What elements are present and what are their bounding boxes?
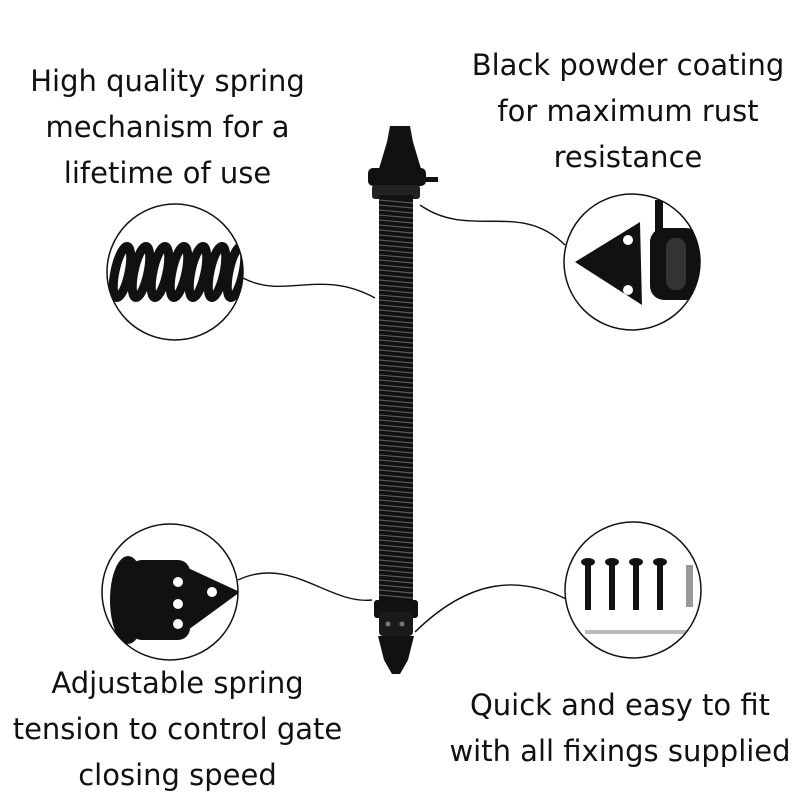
caption-line: lifetime of use: [63, 156, 272, 190]
detail-circle-powder-coating: [563, 193, 701, 331]
connector-top-left: [242, 277, 376, 299]
connector-bottom-right: [414, 584, 569, 633]
caption-powder-coating: Black powder coating for maximum rust re…: [460, 42, 796, 180]
caption-line: with all fixings supplied: [449, 734, 791, 768]
connector-top-right: [419, 204, 566, 246]
caption-line: closing speed: [78, 758, 277, 792]
connector-bottom-left: [237, 572, 373, 601]
caption-line: for maximum rust: [497, 94, 759, 128]
callout-connector-lines: [237, 204, 569, 633]
main-spring: [368, 126, 438, 674]
top-bracket: [378, 126, 422, 172]
caption-line: resistance: [553, 140, 703, 174]
caption-line: Adjustable spring: [51, 666, 304, 700]
caption-line: High quality spring: [30, 64, 305, 98]
detail-circle-spring-coils: [106, 203, 244, 341]
caption-spring-quality: High quality spring mechanism for a life…: [0, 58, 335, 196]
caption-adjustable-tension: Adjustable spring tension to control gat…: [0, 660, 355, 798]
screws: [581, 558, 667, 610]
spring-coil-windings: [378, 199, 414, 599]
caption-line: mechanism for a: [45, 110, 290, 144]
caption-line: tension to control gate: [12, 712, 343, 746]
caption-easy-fit: Quick and easy to fit with all fixings s…: [440, 682, 800, 774]
bottom-bracket: [378, 636, 414, 674]
caption-line: Black powder coating: [471, 48, 785, 82]
detail-circle-adjustable-collar: [101, 523, 239, 661]
detail-circle-fixings: [564, 521, 702, 659]
caption-line: Quick and easy to fit: [469, 688, 771, 722]
